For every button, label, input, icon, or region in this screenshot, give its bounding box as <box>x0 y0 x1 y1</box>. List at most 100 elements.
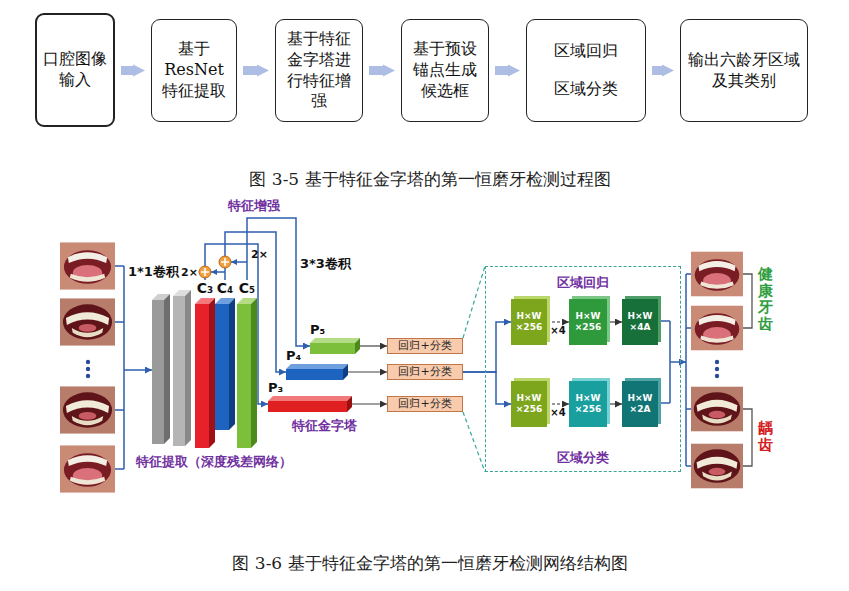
output-wire <box>670 361 686 363</box>
node-text: 回归+分类 <box>398 365 451 379</box>
node-text: H×W ×256 <box>571 311 605 333</box>
slab-face <box>209 298 215 448</box>
detail-region: 区域回归区域分类H×W ×256H×W ×256H×W ×4AH×W ×256H… <box>485 266 681 472</box>
add-symbol <box>199 266 211 278</box>
node-text: 基于特征金字塔进行特征增强 <box>282 29 356 112</box>
ellipsis-dots <box>715 360 719 378</box>
node-text: C₄ <box>215 280 235 296</box>
node-text: 基于ResNet特征提取 <box>158 39 230 101</box>
slab-shape <box>268 396 352 412</box>
conv-layer <box>173 290 191 446</box>
slab-face <box>355 338 360 354</box>
node-text: 口腔图像输入 <box>43 49 107 91</box>
layer-shape <box>195 298 215 448</box>
slab-shape <box>286 364 348 380</box>
process-box: 基于ResNet特征提取 <box>151 19 237 122</box>
connector-arrow <box>463 266 485 338</box>
slab-face <box>343 364 348 380</box>
node-text: C₅ <box>237 280 257 296</box>
feature-layer: C₅ <box>237 280 257 448</box>
upsample-wire <box>231 261 247 263</box>
slab-face <box>268 401 347 412</box>
slab-face <box>286 364 348 369</box>
node-text: 区域分类 <box>554 79 618 100</box>
output-photo <box>691 252 743 297</box>
node-text: H×W ×4A <box>624 311 656 333</box>
head-box: 回归+分类 <box>387 396 463 412</box>
edge-label: 3*3卷积 <box>300 256 351 272</box>
node-text: H×W ×256 <box>513 311 545 333</box>
part-label: 2× <box>251 248 268 261</box>
connector-arrow <box>360 345 387 346</box>
connector-arrow <box>607 321 622 322</box>
slab-face <box>310 343 355 354</box>
node-text: H×W ×256 <box>571 393 605 415</box>
node-text: P₄ <box>286 348 348 364</box>
input-bracket <box>115 266 124 469</box>
slab-face <box>237 304 251 448</box>
connector-arrow <box>463 322 511 372</box>
pyramid-level: P₃ <box>268 380 352 412</box>
connector-arrow <box>352 403 387 404</box>
node-text: 回归+分类 <box>398 397 451 411</box>
process-box: 基于预设锚点生成候选框 <box>401 19 489 122</box>
pyramid-level: P₅ <box>310 322 360 354</box>
input-wire <box>124 369 152 371</box>
connector-arrow <box>243 66 257 75</box>
slab-face <box>347 396 352 412</box>
feature-map: H×W ×256 <box>511 381 547 427</box>
node-text: C₃ <box>195 280 215 296</box>
pyramid-level: P₄ <box>286 348 348 380</box>
node-text: 回归+分类 <box>398 339 451 353</box>
slab-face <box>229 298 235 430</box>
head-box: 回归+分类 <box>387 338 463 354</box>
class-bracket <box>743 274 752 466</box>
connector-arrow <box>348 371 387 372</box>
edge-label: ×4 <box>550 407 565 419</box>
output-bracket <box>686 274 691 466</box>
node-text: 基于预设锚点生成候选框 <box>408 39 482 101</box>
figure-caption: 图 3-5 基于特征金字塔的第一恒磨牙检测过程图 <box>249 168 610 191</box>
slab-face <box>268 396 352 401</box>
process-box: 区域回归区域分类 <box>526 19 646 122</box>
upsample-wire <box>211 271 225 273</box>
part-label: 特征增强 <box>228 197 280 215</box>
process-box: 输出六龄牙区域及其类别 <box>680 19 808 122</box>
node-text: P₃ <box>268 380 352 396</box>
feature-map: H×W ×2A <box>622 381 658 427</box>
part-label: 特征金字塔 <box>292 417 357 435</box>
edge-label: ×4 <box>550 325 565 337</box>
input-photo <box>60 386 115 433</box>
connector-arrow <box>652 66 662 75</box>
feature-map: H×W ×256 <box>569 299 607 345</box>
feature-map: H×W ×256 <box>569 381 607 427</box>
node-text: 输出六龄牙区域及其类别 <box>687 50 801 92</box>
part-label: 特征提取（深度残差网络） <box>136 453 292 471</box>
output-photo <box>691 444 743 489</box>
connector-arrow <box>607 403 622 404</box>
class-label: 龋齿 <box>758 420 773 453</box>
process-box: 基于特征金字塔进行特征增强 <box>275 19 363 122</box>
connector-arrow <box>463 372 511 404</box>
slab-face <box>310 338 360 343</box>
connector-arrow <box>547 321 569 322</box>
layer-shape <box>237 298 257 448</box>
part-label: 2× <box>181 266 198 279</box>
head-box: 回归+分类 <box>387 364 463 380</box>
output-wire <box>657 321 670 403</box>
feature-map: H×W ×4A <box>622 299 658 345</box>
node-text: P₅ <box>310 322 360 338</box>
connector-arrow <box>463 412 485 472</box>
process-box: 口腔图像输入 <box>35 13 115 127</box>
slab-face <box>195 304 209 448</box>
node-text: 区域分类 <box>557 450 609 466</box>
conv-layer <box>152 294 170 444</box>
slab-face <box>286 369 343 380</box>
input-photo <box>60 242 115 289</box>
slab-shape <box>310 338 360 354</box>
layer-shape <box>215 298 235 430</box>
node-text: 区域回归 <box>554 41 618 62</box>
part-label: 1*1卷积 <box>128 263 179 281</box>
add-symbol <box>219 256 231 268</box>
